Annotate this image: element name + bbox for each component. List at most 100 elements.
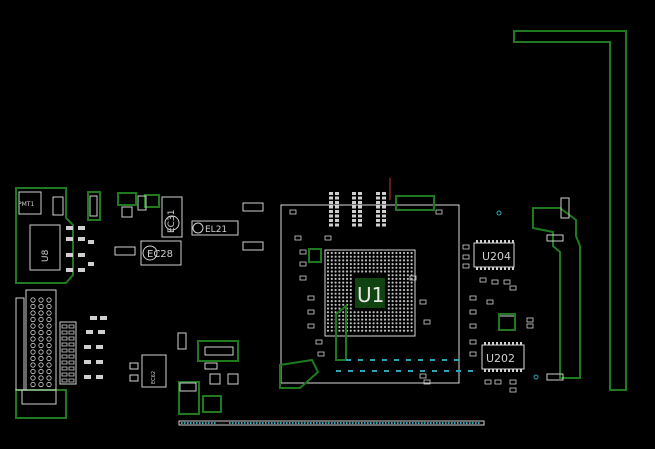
edge-pin bbox=[259, 422, 261, 424]
u8-label: U8 bbox=[41, 249, 51, 262]
edge-pin bbox=[232, 422, 234, 424]
bga-ball bbox=[402, 329, 406, 332]
bga-ball bbox=[338, 259, 341, 262]
bga-ball bbox=[410, 307, 413, 310]
bga-ball bbox=[345, 266, 349, 269]
edge-pin bbox=[304, 422, 306, 424]
bga-ball bbox=[406, 292, 409, 295]
bga-ball bbox=[338, 274, 341, 277]
bga-ball bbox=[326, 300, 330, 303]
bga-ball bbox=[391, 296, 394, 299]
edge-pin bbox=[457, 422, 459, 424]
bga-ball bbox=[361, 270, 364, 273]
u204-label: U204 bbox=[482, 250, 511, 263]
bga-ball bbox=[372, 311, 375, 314]
bga-ball bbox=[326, 263, 330, 266]
bga-ball bbox=[353, 329, 356, 332]
bga-ball bbox=[372, 322, 375, 325]
bga-ball bbox=[380, 266, 383, 269]
bga-ball bbox=[334, 255, 337, 258]
u204-pin bbox=[488, 267, 490, 270]
ec28-label: EC28 bbox=[147, 249, 173, 260]
bga-ball bbox=[330, 303, 333, 306]
bga-ball bbox=[395, 311, 398, 314]
edge-pin bbox=[247, 422, 249, 424]
bga-ball bbox=[391, 303, 394, 306]
connector-pad bbox=[382, 214, 386, 218]
connector-pad bbox=[352, 205, 356, 209]
u8-side-pin bbox=[61, 336, 68, 341]
bga-ball bbox=[342, 300, 345, 303]
edge-pin bbox=[430, 422, 432, 424]
u8-pin bbox=[46, 342, 52, 349]
bga-ball bbox=[395, 263, 398, 266]
bga-ball bbox=[334, 296, 337, 299]
bga-ball bbox=[380, 325, 383, 329]
bga-ball bbox=[383, 311, 387, 314]
connector-pad bbox=[329, 210, 333, 213]
connector-pad bbox=[358, 205, 362, 209]
bga-ball bbox=[334, 274, 337, 277]
u8-pin bbox=[46, 329, 52, 336]
bga-ball bbox=[395, 325, 398, 329]
edge-pin bbox=[289, 422, 291, 424]
u8-pin bbox=[38, 323, 44, 329]
u204-pin bbox=[496, 267, 498, 270]
u202-pin bbox=[520, 369, 522, 372]
bga-ball bbox=[368, 259, 371, 262]
bga-ball bbox=[387, 300, 390, 303]
u204-pin bbox=[484, 240, 486, 243]
bga-ball bbox=[349, 311, 352, 314]
bga-ball bbox=[326, 285, 330, 288]
bga-ball bbox=[342, 281, 345, 284]
u8-side-pin bbox=[61, 324, 68, 329]
bga-ball bbox=[383, 322, 387, 325]
bga-ball bbox=[326, 288, 330, 292]
edge-connector bbox=[178, 420, 485, 426]
bga-ball bbox=[326, 277, 330, 280]
bga-ball bbox=[391, 322, 394, 325]
u202-pin bbox=[484, 342, 486, 345]
u8-pin bbox=[30, 349, 36, 355]
bga-ball bbox=[372, 255, 375, 258]
bga-ball bbox=[410, 303, 413, 306]
via bbox=[406, 359, 411, 361]
u202-pin bbox=[520, 342, 522, 345]
bga-ball bbox=[326, 303, 330, 306]
bga-ball bbox=[380, 322, 383, 325]
bga-ball bbox=[334, 292, 337, 295]
bga-ball bbox=[326, 266, 330, 269]
bga-ball bbox=[395, 281, 398, 284]
bga-ball bbox=[361, 314, 364, 317]
bga-ball bbox=[410, 322, 413, 325]
bga-ball bbox=[342, 303, 345, 306]
bga-ball bbox=[402, 325, 406, 329]
bga-ball bbox=[399, 285, 402, 288]
u204-pin bbox=[480, 267, 482, 270]
bga-ball bbox=[330, 329, 333, 332]
edge-pin bbox=[205, 422, 207, 424]
bga-ball bbox=[330, 325, 333, 329]
edge-pin bbox=[262, 422, 264, 424]
edge-pin bbox=[415, 422, 417, 424]
u1-ball-grid bbox=[326, 251, 413, 332]
bga-ball bbox=[368, 322, 371, 325]
bga-ball bbox=[391, 288, 394, 292]
edge-pin bbox=[463, 422, 465, 424]
bga-ball bbox=[399, 259, 402, 262]
bga-ball bbox=[399, 251, 402, 255]
bga-ball bbox=[399, 307, 402, 310]
bga-ball bbox=[406, 311, 409, 314]
edge-pin bbox=[322, 422, 324, 424]
bga-ball bbox=[391, 325, 394, 329]
bga-ball bbox=[399, 325, 402, 329]
edge-pin bbox=[244, 422, 246, 424]
edge-pin bbox=[433, 422, 435, 424]
bga-ball bbox=[364, 318, 368, 321]
connector-pad bbox=[335, 205, 339, 209]
bga-ball bbox=[399, 281, 402, 284]
connector-pad bbox=[376, 196, 380, 200]
bga-ball bbox=[372, 329, 375, 332]
smd-pad bbox=[409, 275, 417, 281]
